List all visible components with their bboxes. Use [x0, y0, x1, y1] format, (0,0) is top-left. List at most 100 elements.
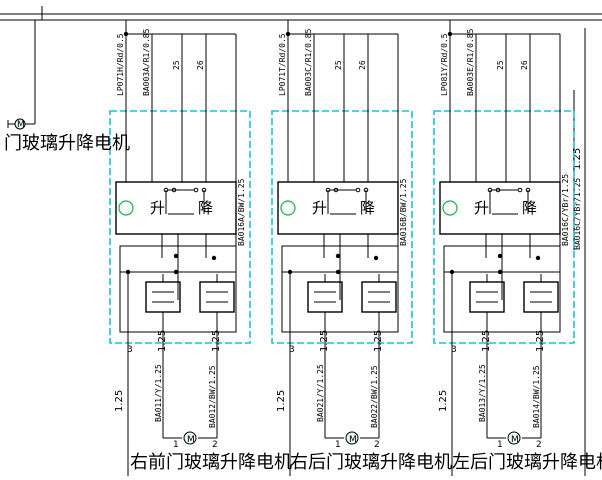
bottom-wire-label: BA013/Y/1.25	[478, 364, 487, 422]
motor-letter: M	[187, 435, 195, 445]
side-wire-label: BA016B/BW/1.25	[399, 178, 408, 246]
left-window-motor-icon: M	[7, 118, 26, 130]
motor-pin-right: 2	[536, 440, 542, 450]
indicator-circle	[442, 200, 458, 216]
top-wire-label: 26	[358, 60, 367, 70]
window-switch-unit-0: LP071H/Rd/0.5 BA003A/R1/0.85 25 26BA016A/BW…	[109, 20, 251, 476]
junction-dot	[211, 255, 217, 261]
top-wire-label: BA003C/R1/0.85	[304, 28, 313, 96]
window-motor-icon: M1 2	[325, 431, 380, 450]
indicator-circle	[280, 200, 296, 216]
top-wire-label: 26	[196, 60, 205, 70]
top-wire-label: LP081Y/Rd/0.5	[440, 33, 449, 96]
junction-dot	[497, 269, 503, 275]
side-wire-label: BA016C/YBr/1.25	[561, 174, 570, 246]
ground-gauge-label: 1.25	[438, 390, 449, 412]
junction-dot	[535, 255, 541, 261]
gauge-label: 1.25	[535, 330, 546, 352]
up-label: 升	[312, 199, 327, 217]
window-motor-icon: M1 2	[487, 431, 542, 450]
relay-down	[523, 274, 559, 334]
relay-box	[307, 281, 343, 313]
bottom-wire-label: BA014/BW/1.25	[532, 365, 541, 428]
relay-down	[361, 274, 397, 334]
ground-gauge-label: 1.25	[114, 390, 125, 412]
motor-pin-left: 1	[173, 440, 179, 450]
contact-point	[517, 187, 523, 193]
motor-pin-left: 1	[335, 440, 341, 450]
bottom-wire-label: BA022/BW/1.25	[370, 365, 379, 428]
motor-letter: M	[17, 120, 25, 130]
motor-letter: M	[511, 435, 519, 445]
window-switch-unit-1: LP071T/Rd/0.5 BA003C/R1/0.85 25 26BA016B/BW…	[271, 20, 413, 476]
bottom-wire-label: BA012/BW/1.25	[208, 365, 217, 428]
motor-body	[345, 431, 359, 445]
junction-dot	[335, 269, 341, 275]
relay-down	[199, 274, 235, 334]
junction-dot	[173, 269, 179, 275]
motor-body	[183, 431, 197, 445]
window-motor-icon: M1 2	[163, 431, 218, 450]
switch-body	[439, 181, 561, 235]
relay-box	[199, 281, 235, 313]
top-wire-label: BA003A/R1/0.85	[142, 28, 151, 96]
top-wire-label: LP071H/Rd/0.5	[116, 33, 125, 96]
top-wire-label: 25	[334, 60, 343, 70]
bottom-pin-number: 3	[127, 345, 133, 355]
junction-dot	[173, 253, 179, 259]
top-wire-label: BA003E/R1/0.85	[466, 28, 475, 96]
bottom-wire-label: BA021/Y/1.25	[316, 364, 325, 422]
contact-point	[193, 187, 199, 193]
motor-letter: M	[349, 435, 357, 445]
gauge-label: 1.25	[373, 330, 384, 352]
relay-up	[307, 274, 343, 334]
top-wire-label: 26	[520, 60, 529, 70]
down-label: 降	[360, 199, 375, 217]
junction-dot	[497, 253, 503, 259]
up-label: 升	[474, 199, 489, 217]
junction-dot	[123, 31, 129, 37]
motor-pin-left: 1	[497, 440, 503, 450]
indicator-circle	[118, 200, 134, 216]
switch-body	[115, 181, 237, 235]
motor-pin-right: 2	[374, 440, 380, 450]
up-label: 升	[150, 199, 165, 217]
ground-gauge-label: 1.25	[276, 390, 287, 412]
left-motor-label: 门玻璃升降电机	[4, 133, 130, 154]
side-wire-label: BA016A/BW/1.25	[237, 178, 246, 246]
relay-box	[361, 281, 397, 313]
right-edge-wire-label: BA016C/YBr/1.25	[573, 178, 582, 250]
switch-boundary	[109, 110, 251, 344]
down-label: 降	[198, 199, 213, 217]
junction-dot	[447, 31, 453, 37]
relay-up	[469, 274, 505, 334]
relay-up	[145, 274, 181, 334]
right-edge-gauge-label: 1.25	[572, 148, 583, 170]
bottom-pin-number: 3	[289, 345, 295, 355]
window-switch-unit-2: LP081Y/Rd/0.5 BA003E/R1/0.85 25 26BA016C/YB…	[433, 20, 575, 476]
relay-box	[523, 281, 559, 313]
relay-box	[469, 281, 505, 313]
contact-point	[355, 187, 361, 193]
motor-body	[507, 431, 521, 445]
bottom-pin-number: 3	[451, 345, 457, 355]
switch-body	[277, 181, 399, 235]
units-group: LP071H/Rd/0.5 BA003A/R1/0.85 25 26BA016A/BW…	[109, 20, 575, 476]
unit-title-0: 右前门玻璃升降电机	[130, 452, 292, 473]
top-wire-label: 25	[172, 60, 181, 70]
unit-title-1: 右后门玻璃升降电机	[290, 452, 452, 473]
gauge-label: 1.25	[481, 330, 492, 352]
motor-pin-right: 2	[212, 440, 218, 450]
switch-boundary	[433, 110, 575, 344]
junction-dot	[335, 253, 341, 259]
top-wire-label: LP071T/Rd/0.5	[278, 33, 287, 96]
down-label: 降	[522, 199, 537, 217]
bottom-wire-label: BA011/Y/1.25	[154, 364, 163, 422]
junction-dot	[373, 255, 379, 261]
top-wire-label: 25	[496, 60, 505, 70]
unit-title-2: 左后门玻璃升降电机	[452, 452, 602, 473]
relay-box	[145, 281, 181, 313]
gauge-label: 1.25	[211, 330, 222, 352]
